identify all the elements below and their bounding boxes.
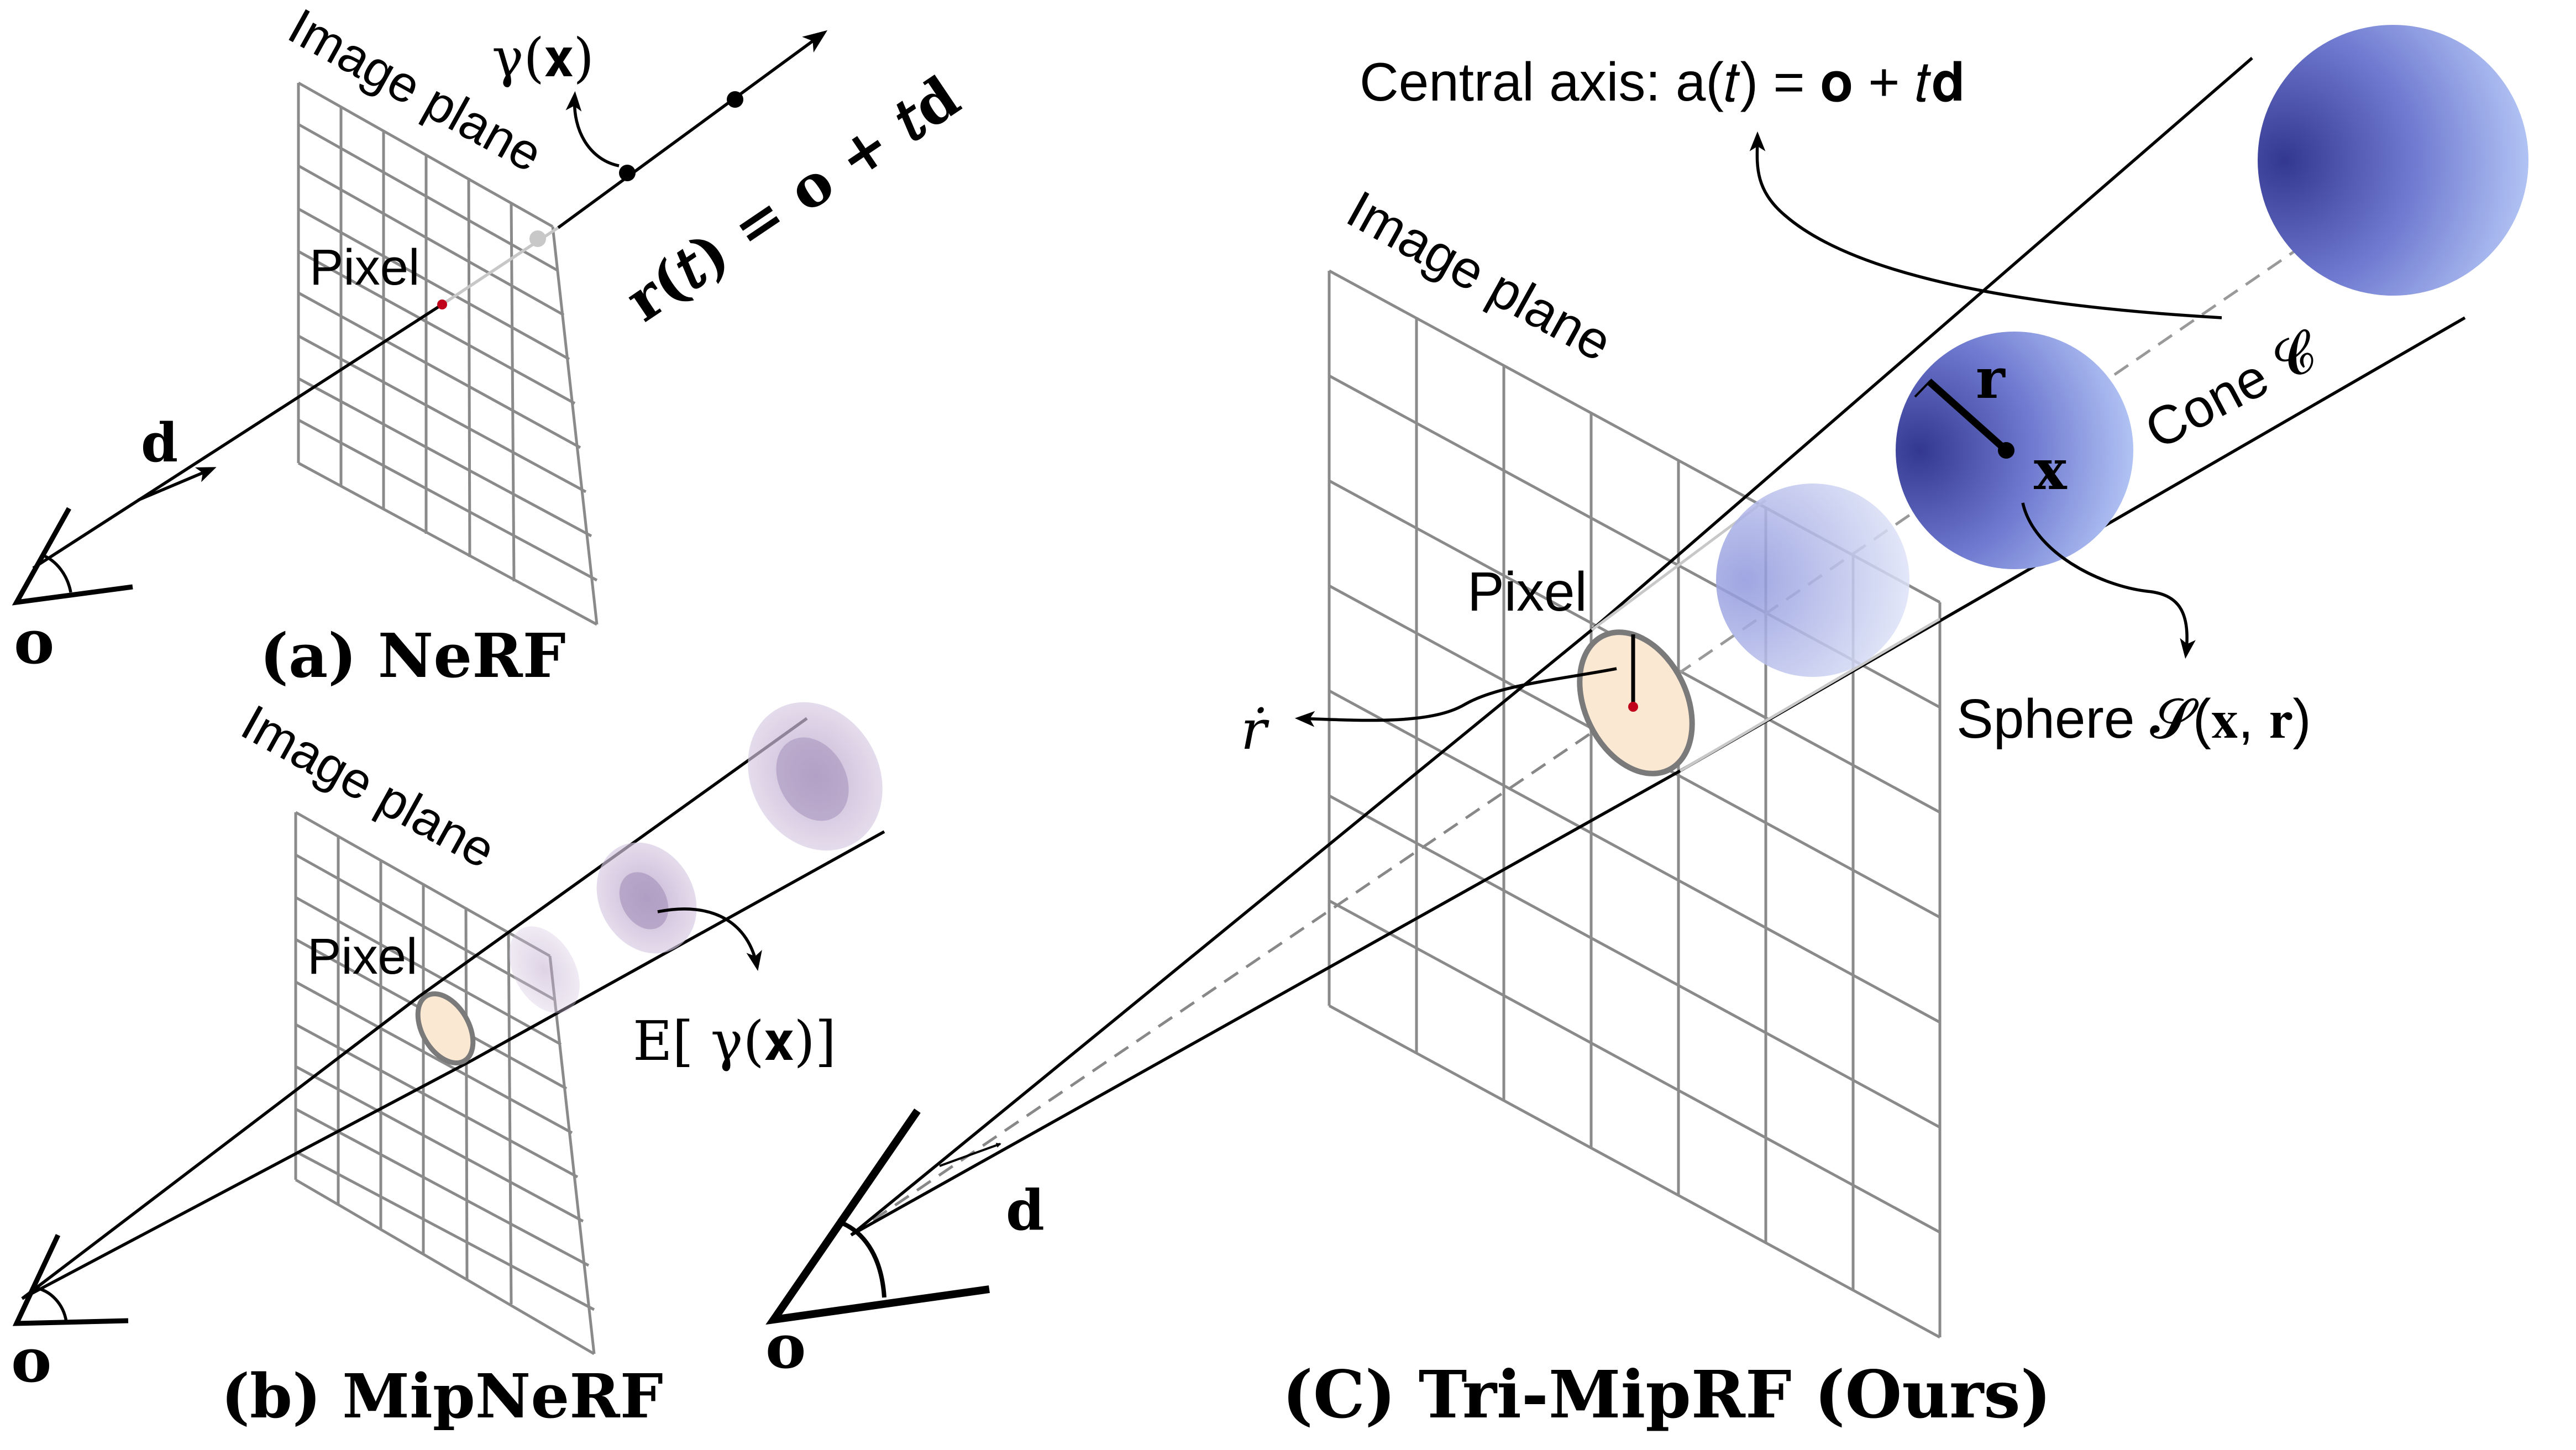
panel-c-sphere-label: Sphere 𝓢(𝐱, 𝐫): [1956, 688, 2311, 750]
panel-a-pixel-dot: [437, 300, 447, 309]
panel-c-sphere-large: [2258, 25, 2528, 296]
panel-a-nerf: Image plane Pixel γ(𝐱) 𝐫(𝑡) = 𝐨 + 𝑡𝐝 𝐝 𝐨…: [12, 0, 972, 691]
panel-a-caption: (a) NeRF: [260, 620, 566, 691]
panel-a-origin-label: 𝐨: [14, 606, 54, 677]
panel-b-ray-top: [21, 994, 421, 1300]
panel-c-right-angle-mark: [1914, 380, 1947, 398]
panel-c-pixel-radius-arrow: [1294, 667, 1617, 727]
panel-a-direction-label: 𝐝: [141, 412, 178, 474]
panel-b-pixel-label: Pixel: [307, 928, 417, 985]
panel-b-gaussian-1: [509, 926, 580, 1013]
panel-c-center-label: 𝐱: [2034, 437, 2068, 502]
panel-a-sample-point-1: [619, 165, 636, 181]
panel-c-pixel-radius-label: ṙ: [1241, 699, 1269, 762]
panel-c-pixel-dot: [1628, 702, 1638, 712]
panel-b-ray-bottom: [21, 1059, 472, 1300]
panel-c-sphere-center: [1998, 442, 2014, 459]
panel-c-trimiprf: Image plane Central axis: a(𝑡) = 𝐨 + 𝑡𝐝 …: [765, 25, 2528, 1433]
panel-c-cone-top-outer: [1591, 56, 2253, 632]
panel-c-ray-bottom: [850, 769, 1681, 1237]
panel-c-origin-label: 𝐨: [765, 1311, 806, 1382]
panel-a-gamma-arrow: [565, 91, 620, 167]
panel-b-origin-label: 𝐨: [11, 1325, 51, 1396]
panel-a-sample-point-faded: [529, 230, 546, 247]
panel-b-camera-icon: [12, 1234, 129, 1326]
panel-c-sphere-arrow: [2021, 502, 2196, 659]
panel-c-image-plane-label: Image plane: [1337, 180, 1622, 373]
panel-c-direction-label: 𝐝: [1006, 1178, 1045, 1243]
panel-a-sample-point-2: [727, 91, 743, 108]
panel-b-pixel-footprint: [415, 991, 476, 1066]
panel-b-gaussian-2-inner: [619, 872, 669, 929]
panel-c-cone-bottom-inside: [1679, 617, 1941, 773]
panel-b-image-plane-label: Image plane: [232, 694, 504, 879]
panel-c-image-plane-grid: [1328, 269, 1942, 1339]
panel-a-direction-arrow: [137, 467, 217, 502]
panel-c-radius-label: 𝐫: [1976, 346, 2006, 411]
panel-c-sphere-small: [1716, 484, 1909, 677]
panel-c-direction-arrow: [939, 1143, 1001, 1167]
panel-a-image-plane-grid: [297, 81, 599, 626]
panel-b-caption: (b) MipNeRF: [221, 1360, 663, 1432]
panel-a-ray-equation: 𝐫(𝑡) = 𝐨 + 𝑡𝐝: [613, 62, 971, 334]
panel-c-caption: (C) Tri-MipRF (Ours): [1282, 1356, 2052, 1433]
panel-c-pixel-label: Pixel: [1467, 561, 1587, 623]
panel-b-expectation-label: E[ γ(𝐱)]: [633, 1010, 836, 1073]
panel-a-camera-icon: [12, 507, 133, 606]
panel-c-camera-icon: [765, 1108, 990, 1325]
panel-b-gaussian-3-inner: [776, 737, 849, 821]
panel-a-pixel-label: Pixel: [309, 239, 419, 296]
panel-c-central-axis-arrow: [1749, 131, 2222, 319]
panel-b-expectation-arrow: [657, 907, 762, 971]
panel-b-image-plane-grid: [294, 811, 596, 1356]
panel-c-ray-top: [850, 628, 1593, 1237]
panel-a-ray-after: [557, 30, 828, 229]
panel-c-central-axis-label: Central axis: a(𝑡) = 𝐨 + 𝑡𝐝: [1360, 51, 1965, 112]
panel-a-ray-before: [32, 303, 443, 570]
panel-a-gamma-label: γ(𝐱): [492, 27, 594, 89]
